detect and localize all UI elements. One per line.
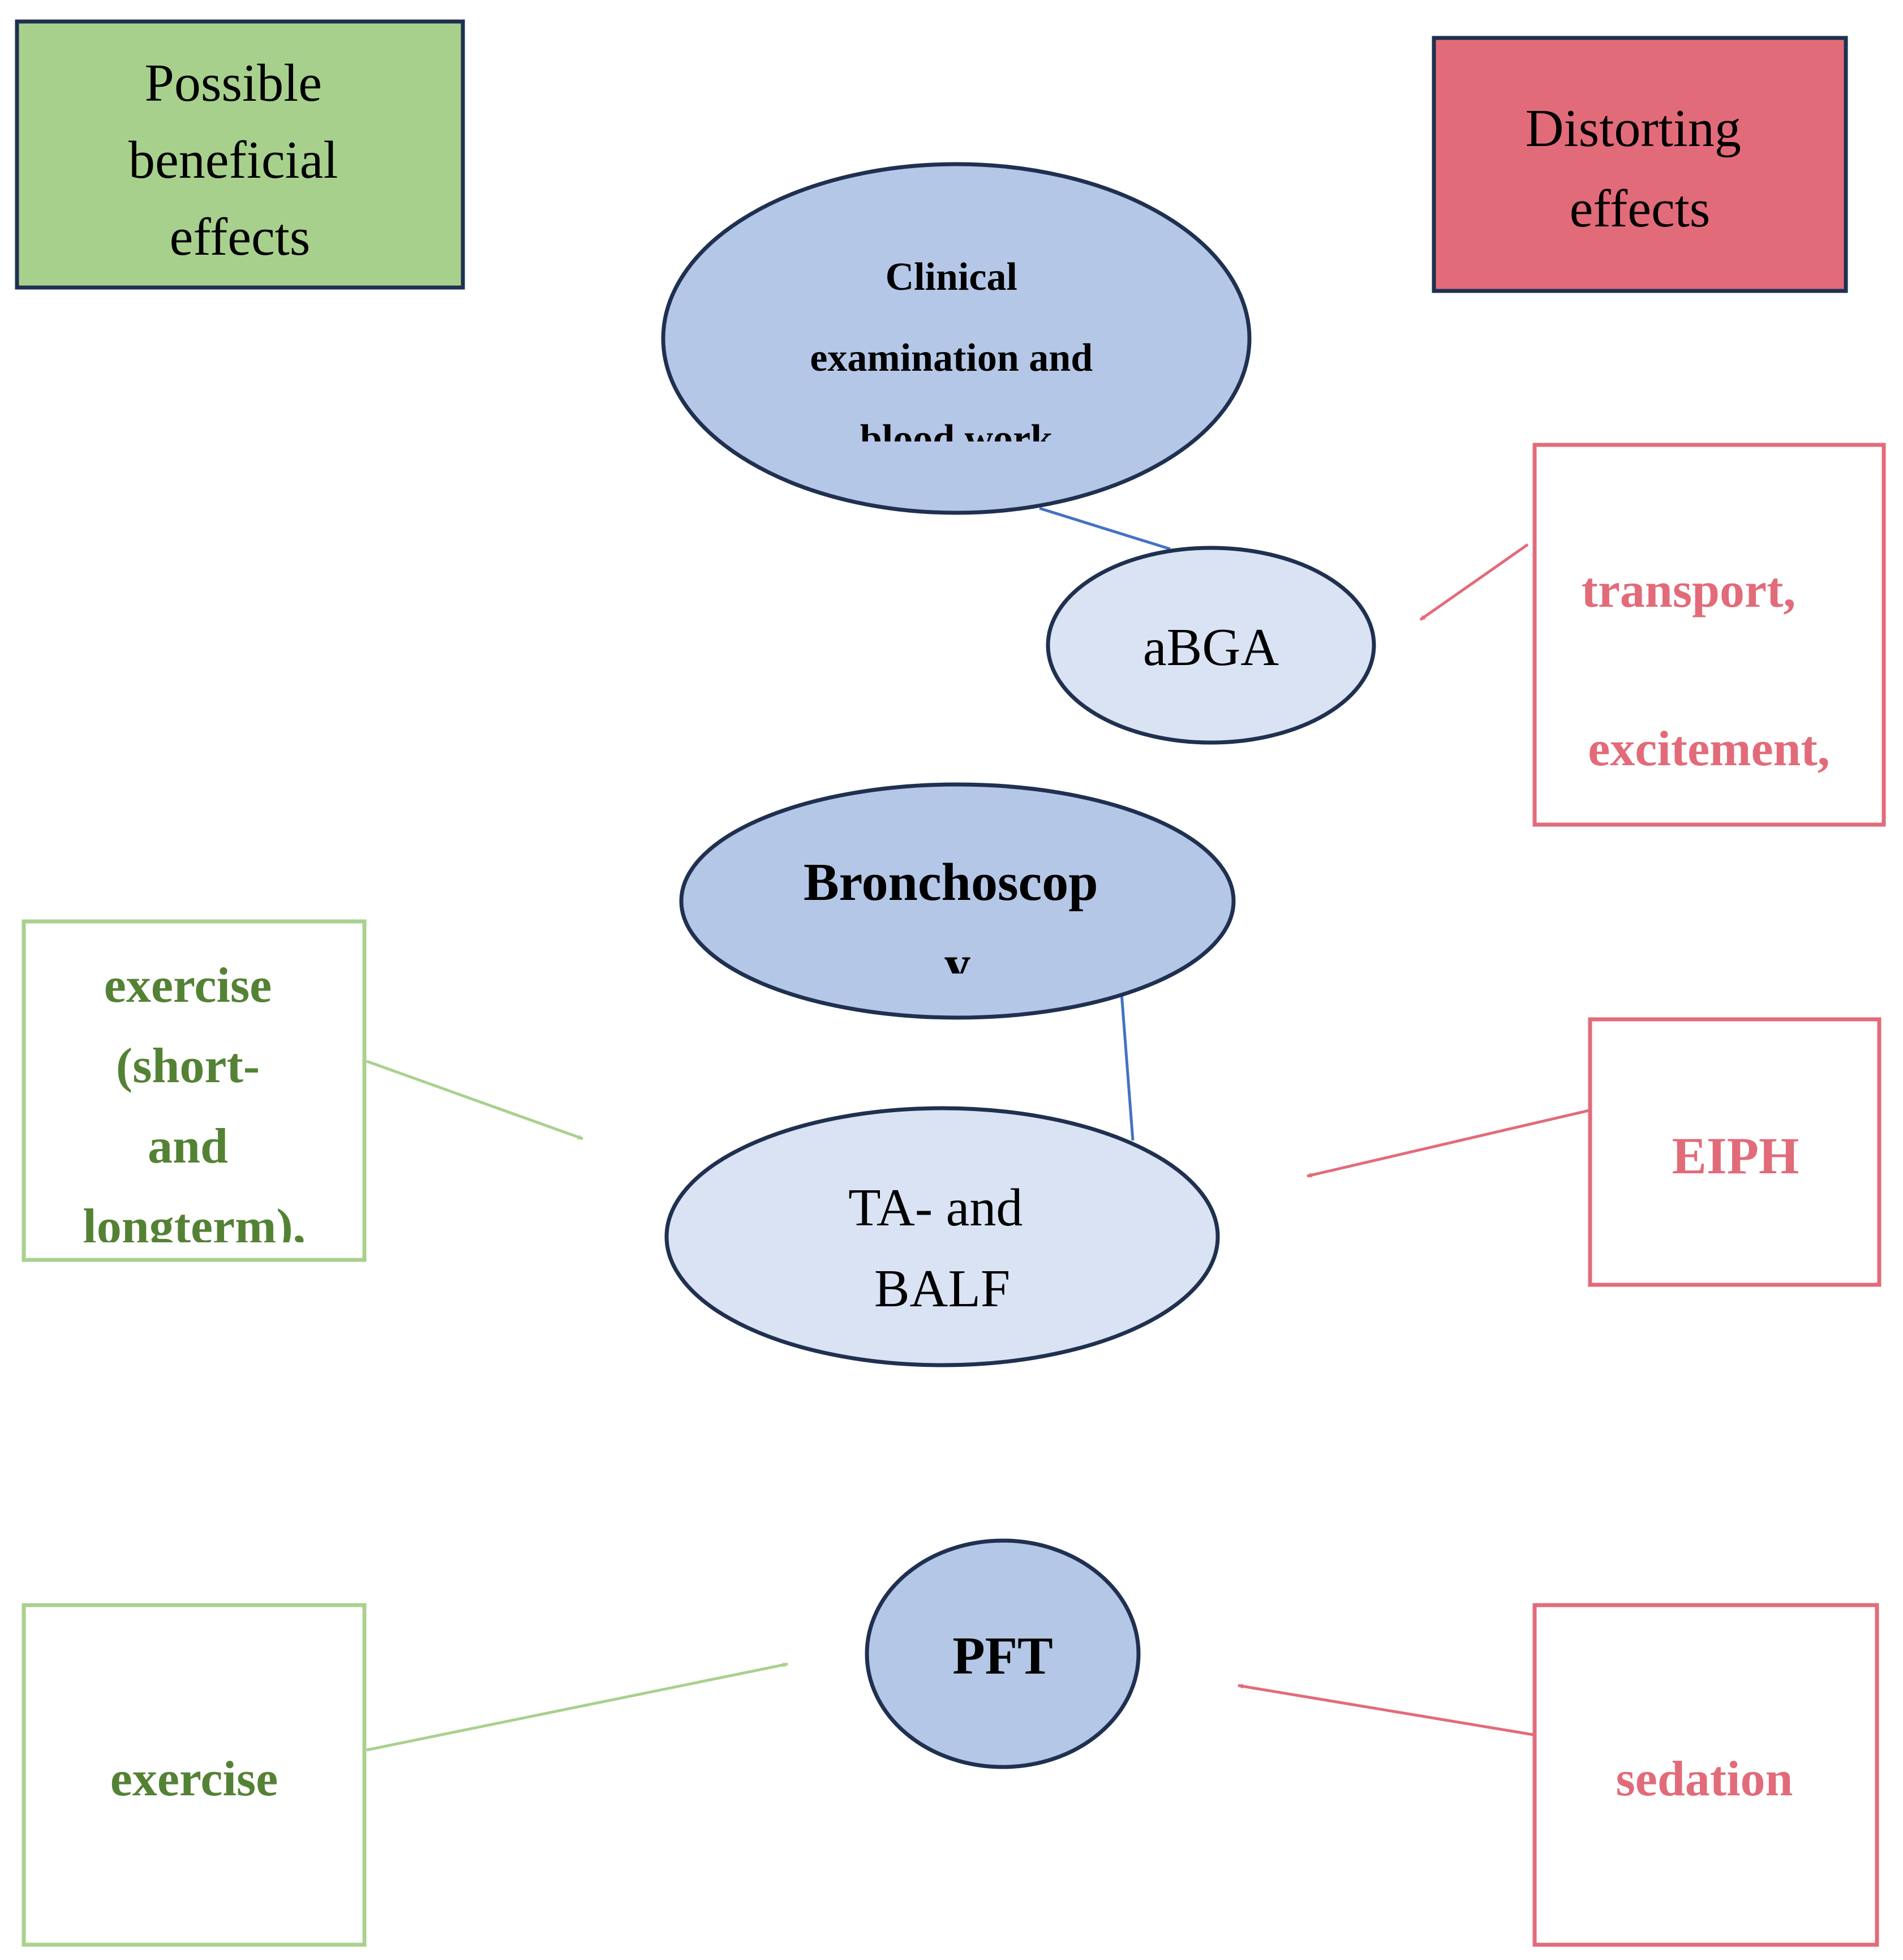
- arrow-exercise-to-pft: [366, 1662, 788, 1752]
- effect-transport-line-1: transport,: [1582, 563, 1796, 618]
- effect-exercise: exercise: [22, 1603, 367, 1947]
- legend-distorting-line-2: effects: [1570, 179, 1711, 238]
- node-bronchoscopy: Bronchoscop y: [679, 782, 1236, 1020]
- node-abga-label: aBGA: [1143, 618, 1279, 677]
- legend-beneficial-line-1: Possible: [145, 54, 322, 113]
- effect-eiph-box: [1588, 1017, 1881, 1287]
- effect-exercise-longterm-box: [22, 919, 367, 1262]
- arrow-transport-to-abga: [1419, 543, 1529, 621]
- node-clinical-ellipse: [661, 162, 1252, 515]
- node-ta-balf-line-2: BALF: [874, 1259, 1010, 1318]
- effect-exercise-longterm-line-2: (short-: [116, 1039, 260, 1093]
- effect-exercise-longterm: exercise (short- and longterm),: [22, 919, 367, 1262]
- legend-distorting-line-1: Distorting: [1526, 99, 1741, 158]
- svg-text:transport, excitement,: transport, excitement,: [1582, 563, 1830, 777]
- effect-sedation: sedation: [1532, 1603, 1879, 1947]
- effect-transport-line-2: excitement,: [1588, 722, 1830, 777]
- node-bronchoscopy-line-1: Bronchoscop: [804, 853, 1098, 912]
- effect-exercise-longterm-line-3: and: [148, 1119, 228, 1174]
- connector-clinical-abga: [1039, 507, 1171, 551]
- effect-sedation-box: [1532, 1603, 1879, 1947]
- svg-text:Bronchoscop y: Bronchoscop y: [804, 853, 1111, 994]
- arrow-sedation-to-pft: [1238, 1683, 1534, 1736]
- node-clinical-line-3: blood work: [860, 417, 1053, 461]
- node-abga-ellipse: [1046, 546, 1376, 745]
- node-bronchoscopy-line-2: y: [944, 935, 971, 994]
- node-pft-label: PFT: [952, 1627, 1053, 1685]
- effect-exercise-longterm-line-4: longterm),: [83, 1199, 305, 1254]
- legend-distorting-box: [1432, 36, 1848, 293]
- arrow-eiph-to-balf: [1307, 1109, 1590, 1178]
- svg-text:TA- and BALF: TA- and BALF: [848, 1178, 1036, 1318]
- node-clinical-examination: Clinical examination and blood work: [661, 162, 1252, 515]
- effect-transport-excitement: transport, excitement,: [1532, 443, 1886, 827]
- arrow-exercise-longterm-to-balf: [366, 1060, 583, 1140]
- node-ta-balf-line-1: TA- and: [848, 1178, 1023, 1237]
- effect-exercise-label: exercise: [110, 1752, 278, 1807]
- svg-text:Distorting effects: Distorting effects: [1526, 99, 1755, 238]
- effect-sedation-label: sedation: [1616, 1752, 1793, 1807]
- effect-exercise-box: [22, 1603, 367, 1947]
- node-ta-balf-ellipse: [664, 1106, 1220, 1367]
- node-pft-ellipse: [865, 1538, 1141, 1769]
- node-abga: aBGA: [1046, 546, 1376, 745]
- node-bronchoscopy-ellipse: [679, 782, 1236, 1020]
- node-clinical-line-2: examination and: [810, 336, 1093, 380]
- node-pft: PFT: [865, 1538, 1141, 1769]
- node-ta-balf: TA- and BALF: [664, 1106, 1220, 1367]
- legend-beneficial-box: [15, 19, 465, 290]
- svg-text:Possible beneficial: Possible beneficial effects: [128, 54, 351, 267]
- effect-eiph-label: EIPH: [1672, 1127, 1799, 1185]
- svg-text:exercise (short-: exercise (short- and longterm),: [83, 958, 305, 1254]
- legend-beneficial: Possible beneficial effects: [15, 19, 465, 290]
- connector-bronchoscopy-balf: [1120, 993, 1135, 1141]
- legend-beneficial-line-3: effects: [170, 208, 311, 267]
- svg-text:Clinical examination a: Clinical examination and blood work: [810, 255, 1102, 461]
- effect-exercise-longterm-line-1: exercise: [104, 958, 272, 1013]
- effect-eiph: EIPH: [1588, 1017, 1881, 1287]
- legend-distorting: Distorting effects: [1432, 36, 1848, 293]
- legend-beneficial-line-2: beneficial: [128, 131, 338, 190]
- node-clinical-line-1: Clinical: [886, 255, 1017, 299]
- effect-transport-box: [1532, 443, 1886, 827]
